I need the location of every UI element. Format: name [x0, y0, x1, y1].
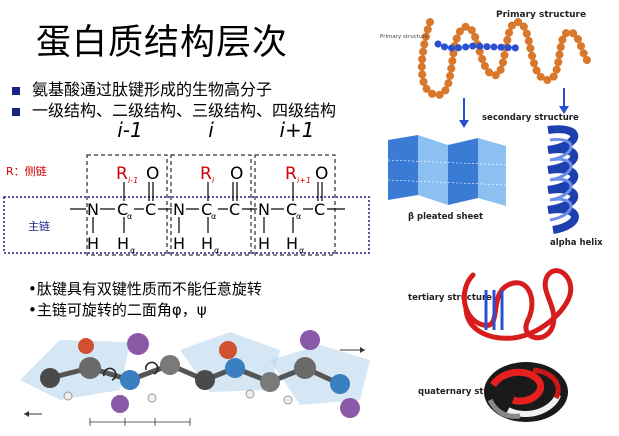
protein-structure-figure: Primary structure Primary structure seco… — [380, 10, 603, 422]
bullet-text: 氨基酸通过肽键形成的生物高分子 — [32, 80, 273, 99]
bullet-item: 一级结构、二级结构、三级结构、四级结构 — [12, 97, 336, 121]
residue-group: R i-1 O N C α C H H α — [70, 164, 172, 255]
svg-text:H: H — [87, 234, 99, 253]
svg-text:R: R — [285, 164, 297, 184]
svg-text:C: C — [286, 200, 297, 219]
svg-text:R: R — [116, 164, 128, 184]
primary-structure-side-label: Primary structure — [380, 34, 429, 40]
svg-text:H: H — [117, 234, 129, 253]
svg-text:C: C — [229, 200, 240, 219]
svg-text:N: N — [87, 200, 99, 219]
svg-text:O: O — [230, 164, 243, 184]
residue-label: i — [208, 118, 214, 142]
bullet-item: 氨基酸通过肽键形成的生物高分子 — [12, 76, 272, 100]
residue-label: i-1 — [117, 118, 143, 142]
page-title: 蛋白质结构层次 — [36, 23, 289, 63]
quaternary-structure-label: quaternary structure — [418, 387, 519, 397]
svg-text:i-1: i-1 — [128, 176, 138, 185]
main-chain-box — [3, 196, 370, 254]
svg-text:H: H — [286, 234, 298, 253]
svg-text:C: C — [314, 200, 325, 219]
svg-text:H: H — [173, 234, 185, 253]
svg-text:C: C — [117, 200, 128, 219]
square-bullet-icon — [12, 86, 20, 95]
svg-text:α: α — [214, 246, 219, 255]
svg-text:O: O — [315, 164, 328, 184]
svg-text:O: O — [146, 164, 159, 184]
svg-text:R: R — [200, 164, 212, 184]
peptide-formula-diagram: i-1 i i+1 R i-1 O N C α C H H α R i O N — [3, 118, 370, 256]
peptide-backbone-model — [20, 330, 370, 426]
primary-structure-chain — [417, 18, 597, 100]
svg-text:i+1: i+1 — [297, 176, 311, 185]
svg-text:α: α — [296, 212, 301, 221]
svg-text:C: C — [145, 200, 156, 219]
svg-text:α: α — [299, 246, 304, 255]
quaternary-structure-graphic — [484, 362, 568, 422]
svg-text:i: i — [212, 176, 215, 185]
square-bullet-icon — [12, 107, 20, 116]
primary-structure-label: Primary structure — [496, 10, 586, 20]
side-chain-label: R：侧链 — [6, 165, 47, 178]
svg-text:H: H — [258, 234, 270, 253]
svg-text:C: C — [201, 200, 212, 219]
main-chain-label: 主链 — [28, 220, 50, 233]
secondary-structure-label: secondary structure — [482, 113, 579, 123]
svg-text:α: α — [211, 212, 216, 221]
residue-box — [86, 154, 168, 256]
tertiary-structure-graphic — [461, 268, 574, 341]
residue-group: R i O N C α C H H α — [173, 164, 257, 255]
note-peptide-bond: •肽键具有双键性质而不能任意旋转 — [28, 280, 262, 298]
beta-sheet-graphic — [387, 135, 507, 206]
residue-group: R i+1 O N C α C H H α — [258, 164, 345, 255]
alpha-helix-label: alpha helix — [550, 238, 603, 248]
note-dihedral-angles: •主链可旋转的二面角φ，ψ — [28, 301, 207, 319]
residue-label: i+1 — [279, 118, 314, 142]
beta-sheet-label: β pleated sheet — [408, 212, 483, 222]
residue-box — [254, 154, 336, 256]
svg-text:N: N — [173, 200, 185, 219]
alpha-helix-graphic — [547, 125, 579, 234]
svg-text:α: α — [127, 212, 132, 221]
tertiary-structure-label: tertiary structure — [408, 293, 492, 303]
residue-box — [170, 154, 252, 256]
bullet-text: 一级结构、二级结构、三级结构、四级结构 — [32, 101, 337, 120]
svg-text:H: H — [201, 234, 213, 253]
svg-text:N: N — [258, 200, 270, 219]
svg-text:α: α — [130, 246, 135, 255]
